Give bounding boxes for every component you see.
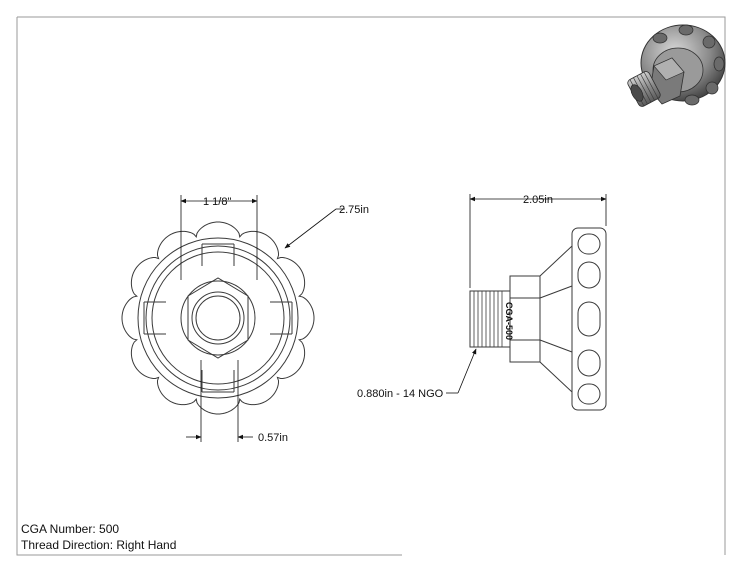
sheet-border (16, 16, 726, 556)
part-marking: CGA-500 (504, 302, 514, 340)
thread-direction-note: Thread Direction: Right Hand (21, 538, 177, 552)
bore-width-label: 0.57in (258, 432, 288, 444)
overall-length-label: 2.05in (523, 194, 553, 206)
hex-nut (187, 277, 249, 359)
radial-ribs (143, 243, 293, 393)
front-view (121, 221, 315, 415)
grip-slots (577, 233, 601, 405)
side-view (469, 227, 607, 411)
thread-lines (473, 291, 503, 347)
isometric-render (627, 24, 726, 107)
knob-flare (539, 244, 573, 394)
knob-scalloped-outline (121, 221, 315, 415)
thread-spec-label: 0.880in - 14 NGO (357, 388, 444, 400)
knob-diameter-label: 2.75in (339, 204, 369, 216)
grip-rim (571, 227, 607, 411)
side-view-dimensions (446, 194, 607, 394)
hex-size-label: 1 1/8" (203, 196, 231, 208)
cga-number-note: CGA Number: 500 (21, 522, 120, 536)
front-view-dimensions (180, 195, 345, 442)
